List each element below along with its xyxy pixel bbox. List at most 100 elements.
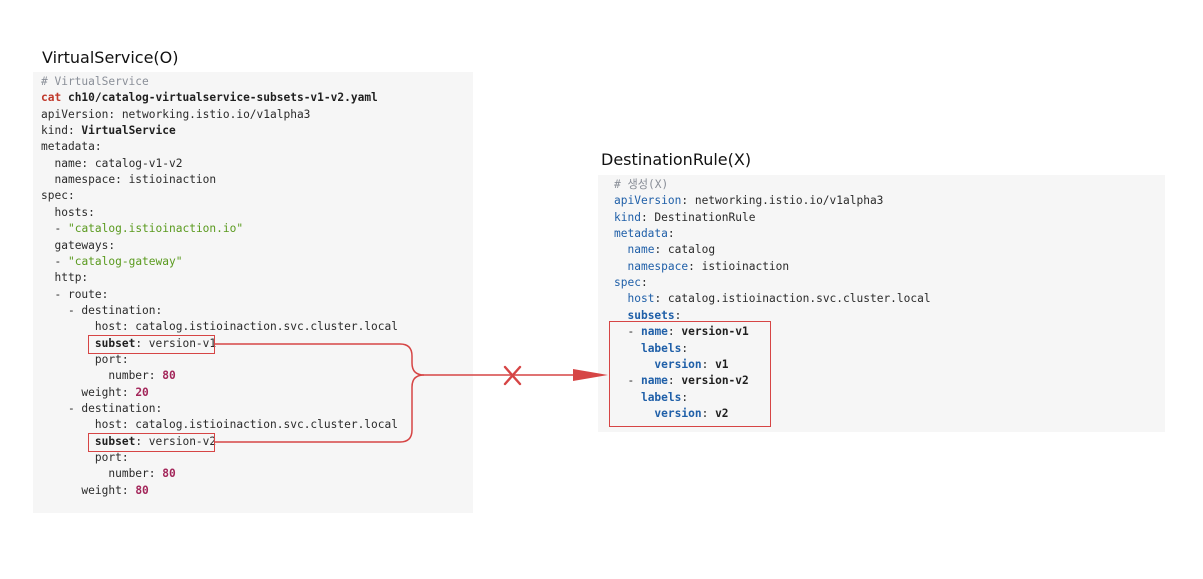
code-line: kind: VirtualService	[41, 123, 176, 139]
code-line: - name: version-v2	[614, 373, 749, 389]
code-token: apiVersion	[614, 194, 682, 208]
code-token: : DestinationRule	[640, 210, 756, 224]
code-token: version	[654, 406, 702, 420]
code-indent	[41, 418, 95, 431]
code-indent	[614, 260, 627, 273]
code-line: weight: 80	[41, 483, 149, 499]
code-token: :	[701, 406, 716, 420]
code-token: name: catalog-v1-v2	[54, 156, 183, 170]
code-token: hosts:	[54, 205, 95, 219]
code-line: metadata:	[41, 139, 102, 155]
code-indent	[41, 288, 54, 301]
code-indent	[41, 239, 54, 252]
code-line: gateways:	[41, 238, 115, 254]
code-token: metadata	[614, 227, 668, 241]
code-token: -	[627, 374, 641, 388]
code-indent	[41, 484, 81, 497]
code-line: number: 80	[41, 368, 176, 384]
code-token: 80	[162, 369, 176, 383]
code-line: apiVersion: networking.istio.io/v1alpha3	[41, 107, 310, 123]
code-token: :	[667, 227, 675, 241]
code-token: :	[701, 357, 716, 371]
destinationrule-code-block: # 생성(X)apiVersion: networking.istio.io/v…	[598, 175, 1165, 432]
code-line: subset: version-v2	[41, 434, 216, 450]
code-indent	[41, 157, 54, 170]
code-token: http:	[54, 271, 89, 285]
code-line: port:	[41, 450, 129, 466]
code-line: namespace: istioinaction	[614, 259, 789, 275]
code-token: 80	[162, 467, 176, 481]
code-line: namespace: istioinaction	[41, 172, 216, 188]
code-token: labels	[640, 341, 682, 355]
code-indent	[41, 206, 54, 219]
code-token: subset	[94, 434, 136, 448]
x-mark-icon	[503, 365, 522, 386]
code-token: metadata:	[41, 140, 102, 154]
code-token: name	[640, 325, 668, 339]
code-indent	[41, 271, 54, 284]
code-token: : catalog	[654, 243, 716, 257]
code-token: gateways:	[54, 238, 116, 252]
code-indent	[41, 255, 54, 268]
code-token: # VirtualService	[41, 75, 149, 88]
code-line: labels:	[614, 390, 688, 406]
subset-v2-highlight	[88, 433, 215, 452]
code-line: subset: version-v1	[41, 336, 216, 352]
code-line: # 생성(X)	[614, 177, 668, 193]
destinationrule-title: DestinationRule(X)	[601, 150, 752, 169]
code-token: version-v1	[681, 325, 749, 339]
code-token: : istioinaction	[688, 259, 790, 273]
code-indent	[41, 435, 95, 448]
code-token: apiVersion: networking.istio.io/v1alpha3	[41, 107, 311, 121]
code-indent	[41, 304, 68, 317]
code-indent	[614, 243, 627, 256]
code-token: :	[667, 374, 682, 388]
code-token: v1	[715, 357, 729, 371]
code-line: version: v1	[614, 357, 729, 373]
code-token: port:	[94, 352, 129, 366]
code-indent	[41, 402, 68, 415]
code-line: port:	[41, 352, 129, 368]
code-indent	[41, 451, 95, 464]
code-indent	[41, 369, 108, 382]
code-line: spec:	[614, 275, 648, 291]
code-line: host: catalog.istioinaction.svc.cluster.…	[41, 319, 398, 335]
code-token: 80	[135, 483, 149, 497]
code-indent	[41, 467, 108, 480]
code-token: number:	[108, 467, 163, 481]
code-token: version-v2	[681, 374, 749, 388]
code-line: - route:	[41, 287, 108, 303]
virtualservice-title: VirtualService(O)	[42, 48, 179, 67]
subsets-highlight	[609, 321, 771, 427]
code-token: :	[681, 341, 689, 355]
code-token: name	[627, 243, 655, 257]
code-token: namespace: istioinaction	[54, 173, 217, 187]
code-token: namespace	[627, 259, 689, 273]
code-indent	[614, 309, 627, 322]
code-line: metadata:	[614, 226, 675, 242]
code-token: -	[627, 325, 641, 339]
code-token: "catalog-gateway"	[67, 254, 183, 268]
code-indent	[41, 353, 95, 366]
code-token: v2	[715, 406, 729, 420]
code-line: host: catalog.istioinaction.svc.cluster.…	[41, 417, 398, 433]
subset-v1-highlight	[88, 335, 215, 354]
code-token: - destination:	[67, 402, 163, 415]
code-token: spec:	[41, 189, 75, 203]
code-token: - route:	[54, 287, 109, 301]
code-token: kind	[614, 210, 641, 224]
code-indent	[41, 320, 95, 333]
code-indent	[41, 222, 54, 235]
code-line: kind: DestinationRule	[614, 210, 755, 226]
code-token: :	[681, 390, 689, 404]
code-token: "catalog.istioinaction.io"	[67, 222, 244, 236]
code-token: weight:	[81, 483, 136, 497]
code-token: : version-v2	[135, 434, 217, 448]
code-token: name	[640, 374, 668, 388]
code-token: number:	[108, 369, 163, 383]
code-token: : version-v1	[135, 336, 217, 350]
code-indent	[41, 337, 95, 350]
code-token: host: catalog.istioinaction.svc.cluster.…	[94, 320, 398, 334]
code-token: version	[654, 357, 702, 371]
code-line: host: catalog.istioinaction.svc.cluster.…	[614, 291, 930, 307]
